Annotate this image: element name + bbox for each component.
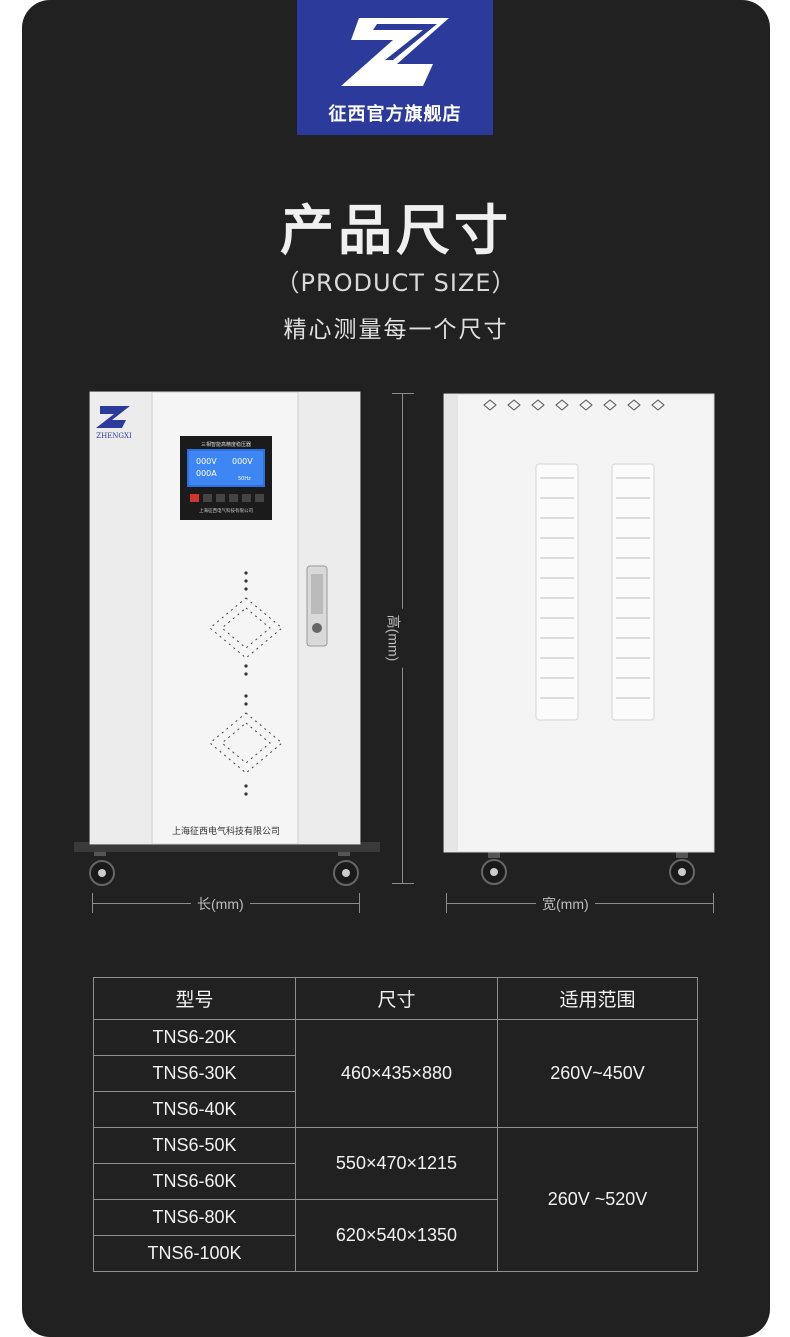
model-cell: TNS6-100K	[93, 1235, 296, 1272]
range-cell: 260V~450V	[497, 1019, 698, 1128]
table-row: TNS6-80K 620×540×1350	[93, 1199, 698, 1272]
display-freq: 50Hz	[238, 476, 251, 482]
cabinet-logo-text: ZHENGXI	[96, 432, 132, 440]
model-cell: TNS6-20K	[93, 1019, 296, 1056]
brand-logo-icon	[341, 18, 449, 86]
spec-table: 型号 尺寸 适用范围 TNS6-20K 460×435×880 260V~450…	[93, 977, 698, 1272]
height-dimension-tick-bottom	[392, 883, 414, 884]
header-size: 尺寸	[295, 977, 498, 1020]
width-dimension-tick-left	[446, 893, 447, 913]
display-voltage-in: 000V	[196, 457, 217, 466]
header-range: 适用范围	[497, 977, 698, 1020]
panel-title-text: 三相智能高精度稳压器	[201, 441, 251, 448]
length-dimension-tick-left	[92, 893, 93, 913]
page-tagline: 精心测量每一个尺寸	[283, 317, 509, 343]
table-row: TNS6-30K	[93, 1055, 698, 1092]
width-dimension-tick-right	[713, 893, 714, 913]
size-cell: 460×435×880	[295, 1019, 498, 1128]
display-voltage-out: 000V	[232, 457, 253, 466]
side-right-wheel	[669, 850, 695, 885]
page-title: 产品尺寸	[280, 199, 512, 262]
model-cell: TNS6-40K	[93, 1091, 296, 1128]
table-header-row: 型号 尺寸 适用范围	[93, 977, 698, 1020]
table-row: TNS6-20K 460×435×880 260V~450V	[93, 1019, 698, 1128]
display-current: 000A	[196, 469, 217, 478]
side-left-wheel	[481, 850, 507, 885]
table-row: TNS6-50K 550×470×1215 260V ~520V	[93, 1127, 698, 1272]
model-cell: TNS6-60K	[93, 1163, 296, 1200]
length-dimension-tick-right	[359, 893, 360, 913]
cabinet-company-cn: 上海征西电气科技有限公司	[172, 825, 280, 837]
size-cell: 620×540×1350	[295, 1199, 498, 1272]
table-row: TNS6-100K	[93, 1235, 698, 1272]
panel-company-text: 上海征西电气科技有限公司	[199, 507, 253, 514]
brand-badge[interactable]: 征西官方旗舰店	[297, 0, 493, 135]
main-panel: 征西官方旗舰店 产品尺寸 （PRODUCT SIZE） 精心测量每一个尺寸	[22, 0, 770, 1337]
table-row: TNS6-60K	[93, 1163, 698, 1200]
length-label: 长(mm)	[191, 894, 250, 914]
header-model: 型号	[93, 977, 296, 1020]
model-cell: TNS6-50K	[93, 1127, 296, 1164]
model-cell: TNS6-30K	[93, 1055, 296, 1092]
size-cell: 550×470×1215	[295, 1127, 498, 1200]
side-view-illustration	[443, 393, 715, 885]
store-name: 征西官方旗舰店	[328, 104, 462, 125]
range-cell: 260V ~520V	[497, 1127, 698, 1272]
table-row: TNS6-40K	[93, 1091, 698, 1128]
page-subtitle: （PRODUCT SIZE）	[275, 269, 517, 297]
height-label: 高(mm)	[383, 608, 404, 668]
model-cell: TNS6-80K	[93, 1199, 296, 1236]
width-label: 宽(mm)	[536, 894, 595, 914]
height-dimension-tick-top	[392, 393, 414, 394]
front-view-illustration: ZHENGXI 三相智能高精度稳压器 000V 000V 000A 50Hz 上…	[74, 391, 380, 886]
